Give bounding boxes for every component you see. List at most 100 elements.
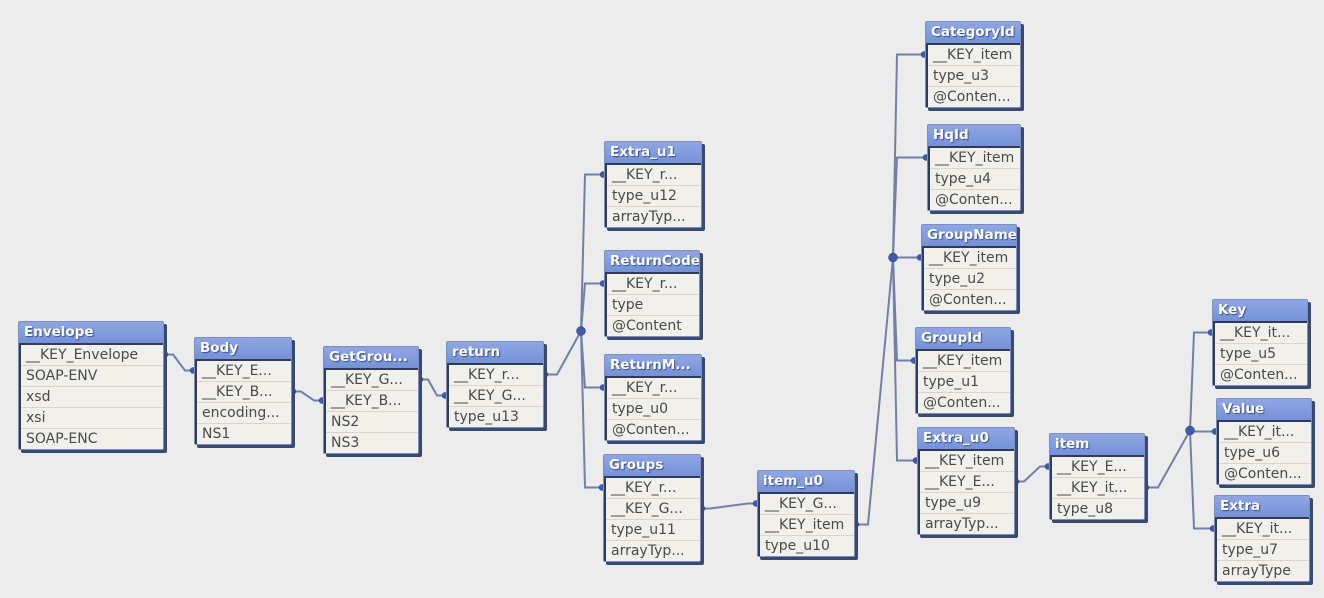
table-header[interactable]: HqId <box>928 125 1020 148</box>
field-row[interactable]: SOAP-ENC <box>26 431 98 447</box>
field-row[interactable]: __KEY_E... <box>1052 457 1144 478</box>
link-hub[interactable] <box>888 252 898 263</box>
field-row[interactable]: __KEY_G... <box>449 386 543 407</box>
field-row[interactable]: arrayTyp... <box>611 543 685 559</box>
field-row[interactable]: type_u1 <box>918 372 1010 393</box>
table-header[interactable]: Groups <box>604 455 700 478</box>
table-return[interactable]: return__KEY_r...__KEY_G... type_u13 <box>446 341 544 428</box>
field-row[interactable]: type_u12 <box>607 186 701 207</box>
table-header[interactable]: ReturnCode <box>605 251 699 274</box>
table-item_u0[interactable]: item_u0__KEY_G...__KEY_item type_u10 <box>757 470 855 557</box>
field-row[interactable]: NS2 <box>326 412 418 433</box>
field-row[interactable]: @Content <box>612 318 682 334</box>
table-header[interactable]: item_u0 <box>758 471 854 494</box>
field-row[interactable]: @Conten... <box>923 395 1001 411</box>
field-row[interactable]: __KEY_r... <box>606 478 700 499</box>
field-row[interactable]: __KEY_B... <box>197 382 291 403</box>
field-row[interactable]: type_u3 <box>928 66 1020 87</box>
field-row[interactable]: __KEY_G... <box>606 499 700 520</box>
field-row[interactable]: xsd <box>21 387 163 408</box>
field-row[interactable]: __KEY_item <box>918 351 1010 372</box>
field-row[interactable]: __KEY_r... <box>607 378 701 399</box>
field-row[interactable]: __KEY_it... <box>1215 323 1307 344</box>
field-row[interactable]: type <box>607 295 699 316</box>
field-row[interactable]: type_u11 <box>606 520 700 541</box>
table-header[interactable]: Value <box>1217 399 1311 422</box>
field-row[interactable]: __KEY_Envelope <box>21 345 163 366</box>
field-row[interactable]: type_u6 <box>1219 443 1311 464</box>
table-header[interactable]: Extra_u1 <box>605 142 701 165</box>
table-body[interactable]: Body__KEY_E...__KEY_B...encoding... NS1 <box>194 337 292 445</box>
table-header[interactable]: GetGrou... <box>324 347 418 370</box>
field-row[interactable]: __KEY_item <box>760 515 854 536</box>
field-row[interactable]: type_u2 <box>924 269 1016 290</box>
table-header[interactable]: Extra_u0 <box>918 428 1014 451</box>
table-groups[interactable]: Groups__KEY_r...__KEY_G...type_u11 arrayT… <box>603 454 701 562</box>
field-row[interactable]: @Conten... <box>612 422 690 438</box>
field-row[interactable]: __KEY_item <box>920 451 1014 472</box>
table-returnm[interactable]: ReturnM...__KEY_r...type_u0 @Conten... <box>604 354 702 441</box>
field-row[interactable]: type_u5 <box>1215 344 1307 365</box>
table-item[interactable]: item__KEY_E...__KEY_it... type_u8 <box>1049 433 1145 520</box>
field-row[interactable]: arrayTyp... <box>612 209 686 225</box>
field-row[interactable]: __KEY_item <box>928 45 1020 66</box>
table-header[interactable]: ReturnM... <box>605 355 701 378</box>
field-row[interactable]: __KEY_it... <box>1217 519 1309 540</box>
field-row[interactable]: @Conten... <box>933 89 1011 105</box>
field-row[interactable]: arrayType <box>1222 563 1291 579</box>
table-header[interactable]: GroupId <box>916 328 1010 351</box>
field-row[interactable]: __KEY_r... <box>449 365 543 386</box>
link-hub[interactable] <box>1185 425 1195 436</box>
field-row[interactable]: @Conten... <box>929 292 1007 308</box>
field-row[interactable]: __KEY_G... <box>326 370 418 391</box>
table-header[interactable]: Body <box>195 338 291 361</box>
field-row[interactable]: type_u4 <box>930 169 1020 190</box>
field-row[interactable]: @Conten... <box>935 192 1013 208</box>
field-row[interactable]: NS3 <box>331 435 360 451</box>
field-row[interactable]: __KEY_E... <box>920 472 1014 493</box>
field-row[interactable]: type_u10 <box>765 538 830 554</box>
field-row[interactable]: __KEY_item <box>930 148 1020 169</box>
field-row[interactable]: SOAP-ENV <box>21 366 163 387</box>
table-extra[interactable]: Extra__KEY_it...type_u7 arrayType <box>1214 495 1310 582</box>
table-header[interactable]: item <box>1050 434 1144 457</box>
field-row[interactable]: __KEY_it... <box>1052 478 1144 499</box>
field-row[interactable]: __KEY_G... <box>760 494 854 515</box>
field-row[interactable]: __KEY_B... <box>326 391 418 412</box>
table-header[interactable]: Envelope <box>19 322 163 345</box>
field-row[interactable]: arrayTyp... <box>925 516 999 532</box>
field-row[interactable]: NS1 <box>202 426 231 442</box>
table-header[interactable]: GroupName <box>922 225 1016 248</box>
table-value[interactable]: Value__KEY_it...type_u6 @Conten... <box>1216 398 1312 485</box>
table-header[interactable]: Key <box>1213 300 1307 323</box>
field-row[interactable]: type_u9 <box>920 493 1014 514</box>
table-header[interactable]: CategoryId <box>926 22 1020 45</box>
field-row[interactable]: __KEY_item <box>924 248 1016 269</box>
field-row[interactable]: __KEY_r... <box>607 165 701 186</box>
field-row[interactable]: @Conten... <box>1224 466 1302 482</box>
field-row[interactable]: encoding... <box>197 403 291 424</box>
table-returncode[interactable]: ReturnCode__KEY_r...type @Content <box>604 250 700 337</box>
table-header[interactable]: Extra <box>1215 496 1309 519</box>
field-row[interactable]: __KEY_it... <box>1219 422 1311 443</box>
field-row[interactable]: type_u0 <box>607 399 701 420</box>
link-line <box>293 390 322 402</box>
field-row[interactable]: __KEY_r... <box>607 274 699 295</box>
field-row[interactable]: @Conten... <box>1220 367 1298 383</box>
field-row[interactable]: type_u13 <box>454 409 519 425</box>
field-row[interactable]: __KEY_E... <box>197 361 291 382</box>
table-key[interactable]: Key__KEY_it...type_u5 @Conten... <box>1212 299 1308 386</box>
field-row[interactable]: type_u8 <box>1057 501 1114 517</box>
field-row[interactable]: xsi <box>21 408 163 429</box>
link-hub[interactable] <box>576 326 586 336</box>
table-header[interactable]: return <box>447 342 543 365</box>
table-extra_u1[interactable]: Extra_u1__KEY_r...type_u12 arrayTyp... <box>604 141 702 228</box>
field-row[interactable]: type_u7 <box>1217 540 1309 561</box>
